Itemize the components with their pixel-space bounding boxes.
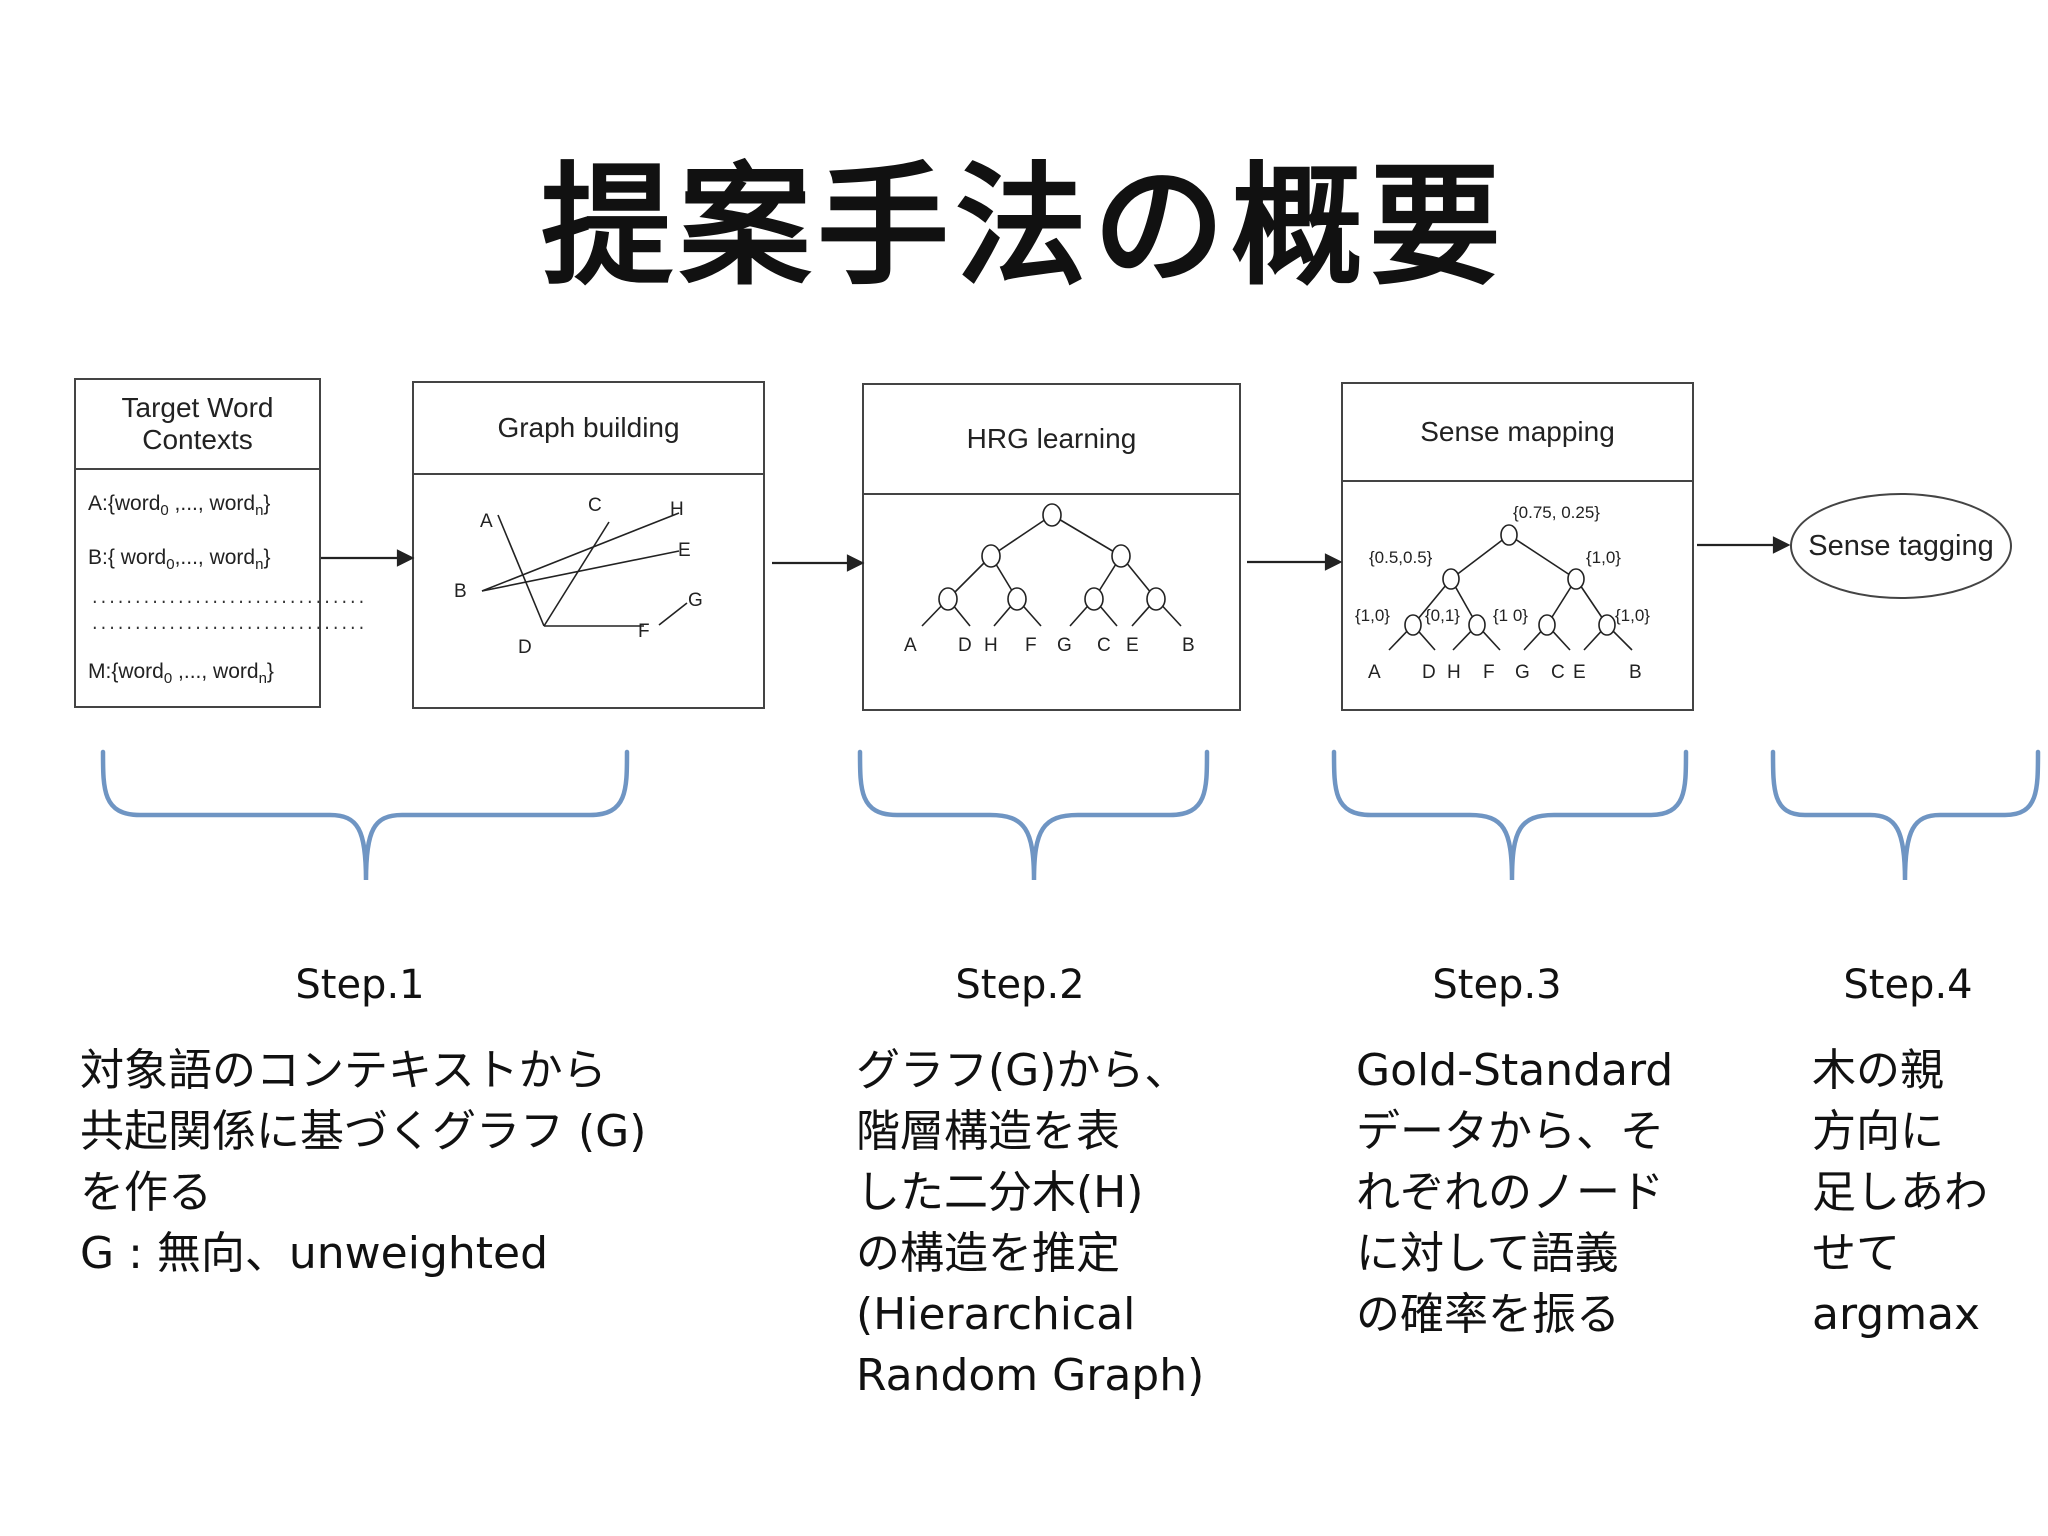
graph-node-d: D	[518, 637, 532, 658]
context-ellipsis-2: ................................	[90, 616, 366, 634]
graph-diagram: A B C D E F G H	[454, 495, 703, 658]
hrg-node-lr	[1007, 587, 1027, 611]
hrg-node-rl	[1084, 587, 1104, 611]
sense-tree: {0.75, 0.25} {0.5,0.5} {1,0} {1,0} {0,1}…	[1355, 503, 1650, 683]
step-1-description: 対象語のコンテキストから 共起関係に基づくグラフ (G) を作る G : 無向、…	[80, 1045, 647, 1279]
edge-b-e	[481, 550, 680, 592]
page-title: 提案手法の概要	[541, 150, 1507, 304]
hrg-node-right	[1111, 544, 1131, 568]
graph-node-b: B	[454, 581, 467, 602]
brace-step3	[1331, 749, 1689, 881]
graph-node-g: G	[688, 590, 703, 611]
hrg-leaf-c: C	[1097, 635, 1111, 656]
hrg-leaf-e: E	[1126, 635, 1139, 656]
contexts-header-line2: Contexts	[142, 424, 253, 455]
sense-leaf-d: D	[1422, 662, 1436, 683]
edge-b-h	[481, 512, 680, 592]
graph-node-h: H	[670, 499, 684, 520]
step-2-label: Step.2	[955, 962, 1085, 1008]
sense-label-root: {0.75, 0.25}	[1513, 503, 1600, 522]
context-ellipsis-1: ................................	[90, 590, 366, 608]
hrg-leaf-h: H	[984, 635, 998, 656]
arrow-2-head	[846, 554, 865, 572]
context-line-a: A:{word0 ,..., wordn}	[88, 492, 271, 520]
sense-node-rr	[1598, 614, 1616, 636]
sense-leaf-h: H	[1447, 662, 1461, 683]
arrow-3-head	[1324, 553, 1343, 571]
brace-step2	[857, 749, 1210, 881]
step-1-label: Step.1	[295, 962, 425, 1008]
graph-node-c: C	[588, 495, 602, 516]
sense-node-rl	[1538, 614, 1556, 636]
edge-a-d	[497, 514, 545, 627]
graph-node-f: F	[638, 621, 650, 642]
edge-d-c	[543, 521, 610, 627]
brace-step4	[1770, 749, 2041, 881]
sense-label-left: {0.5,0.5}	[1369, 548, 1433, 567]
hrg-tree: A D H F G C E B	[904, 503, 1195, 656]
arrow-4-head	[1772, 536, 1791, 554]
context-line-b: B:{ word0,..., wordn}	[88, 546, 271, 574]
sense-leaf-b: B	[1629, 662, 1642, 683]
sense-node-ll	[1404, 614, 1422, 636]
hrg-leaf-g: G	[1057, 635, 1072, 656]
hrg-leaf-a: A	[904, 635, 917, 656]
context-line-m: M:{word0 ,..., wordn}	[88, 660, 274, 688]
contexts-box: Target Word Contexts A:{word0 ,..., word…	[74, 378, 366, 708]
sense-leaf-f: F	[1483, 662, 1495, 683]
hrg-node-rr	[1146, 587, 1166, 611]
sense-leaf-c: C	[1551, 662, 1565, 683]
step-3-description: Gold-Standard データから、そ れぞれのノード に対して語義 の確率…	[1356, 1045, 1674, 1340]
sense-mapping-header: Sense mapping	[1343, 384, 1692, 482]
sense-label-rl: {1 0}	[1493, 606, 1528, 625]
step-2-description: グラフ(G)から、 階層構造を表 した二分木(H) の構造を推定 (Hierar…	[856, 1045, 1205, 1401]
hrg-learning-box: HRG learning A D H F G C E	[862, 383, 1241, 711]
sense-node-root	[1500, 524, 1518, 546]
step-4-description: 木の親 方向に 足しあわ せて argmax	[1812, 1045, 1988, 1340]
sense-tagging-node: Sense tagging	[1790, 493, 2012, 599]
hrg-leaf-b: B	[1182, 635, 1195, 656]
graph-node-a: A	[480, 511, 493, 532]
hrg-node-left	[981, 544, 1001, 568]
sense-mapping-box: Sense mapping {0.75, 0.25} {0.5,0.5} {1,…	[1341, 382, 1694, 711]
sense-node-lr	[1468, 614, 1486, 636]
step-4-label: Step.4	[1843, 962, 1973, 1008]
sense-label-lr: {0,1}	[1425, 606, 1460, 625]
step-3-label: Step.3	[1432, 962, 1562, 1008]
sense-node-right	[1567, 568, 1585, 590]
contexts-box-header: Target Word Contexts	[76, 380, 319, 470]
sense-leaf-e: E	[1573, 662, 1586, 683]
hrg-leaf-f: F	[1025, 635, 1037, 656]
graph-node-e: E	[678, 540, 691, 561]
hrg-node-ll	[938, 587, 958, 611]
sense-label-right: {1,0}	[1586, 548, 1621, 567]
contexts-header-line1: Target Word	[121, 391, 274, 423]
hrg-leaf-d: D	[958, 635, 972, 656]
graph-building-header: Graph building	[414, 383, 763, 475]
graph-building-box: Graph building A B C D E F G H	[412, 381, 765, 709]
hrg-learning-header: HRG learning	[864, 385, 1239, 495]
edge-g	[658, 602, 688, 626]
sense-leaf-a: A	[1368, 662, 1381, 683]
hrg-node-root	[1042, 503, 1062, 527]
brace-step1	[100, 749, 630, 881]
sense-label-ll: {1,0}	[1355, 606, 1390, 625]
sense-label-rr: {1,0}	[1615, 606, 1650, 625]
arrow-1-head	[396, 549, 415, 567]
sense-leaf-g: G	[1515, 662, 1530, 683]
sense-node-left	[1442, 568, 1460, 590]
